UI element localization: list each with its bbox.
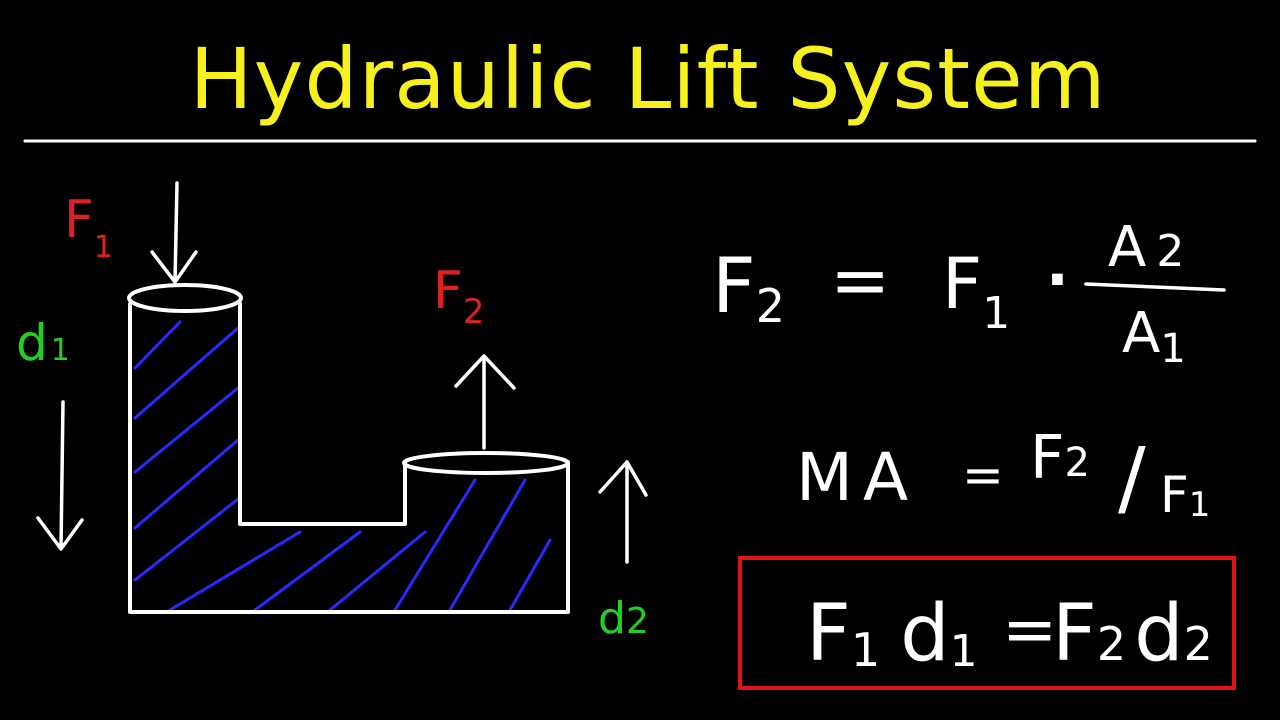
small-piston xyxy=(127,283,243,313)
svg-text:·: · xyxy=(1046,245,1069,315)
svg-text:/: / xyxy=(1118,431,1146,526)
d2-arrow xyxy=(598,460,648,564)
svg-text:A2: A2 xyxy=(1108,215,1184,280)
svg-text:=: = xyxy=(962,446,1004,504)
svg-text:=: = xyxy=(830,238,890,322)
svg-text:=: = xyxy=(1002,591,1057,668)
page-title: Hydraulic Lift System xyxy=(189,30,1106,128)
label-d2: d2 xyxy=(598,593,649,644)
hydraulic-vessel xyxy=(127,283,570,614)
output-force-arrow xyxy=(454,354,516,450)
label-f1: F1 xyxy=(64,190,113,265)
highlight-box xyxy=(738,556,1236,690)
svg-text:F1: F1 xyxy=(942,243,1010,339)
svg-text:F2: F2 xyxy=(712,241,785,333)
svg-text:MA: MA xyxy=(796,439,918,516)
input-force-arrow xyxy=(150,181,198,284)
vessel-outline xyxy=(128,302,570,614)
svg-text:F2: F2 xyxy=(1030,423,1090,493)
fraction-bar xyxy=(1084,282,1226,292)
large-piston xyxy=(402,451,570,475)
svg-text:A1: A1 xyxy=(1122,301,1186,372)
svg-text:F1: F1 xyxy=(1160,466,1210,525)
d1-arrow xyxy=(36,400,84,551)
label-f2: F2 xyxy=(433,261,485,332)
fluid-hatching xyxy=(133,320,552,612)
equation-mechanical-advantage: MA = F2 / F1 xyxy=(796,423,1210,526)
